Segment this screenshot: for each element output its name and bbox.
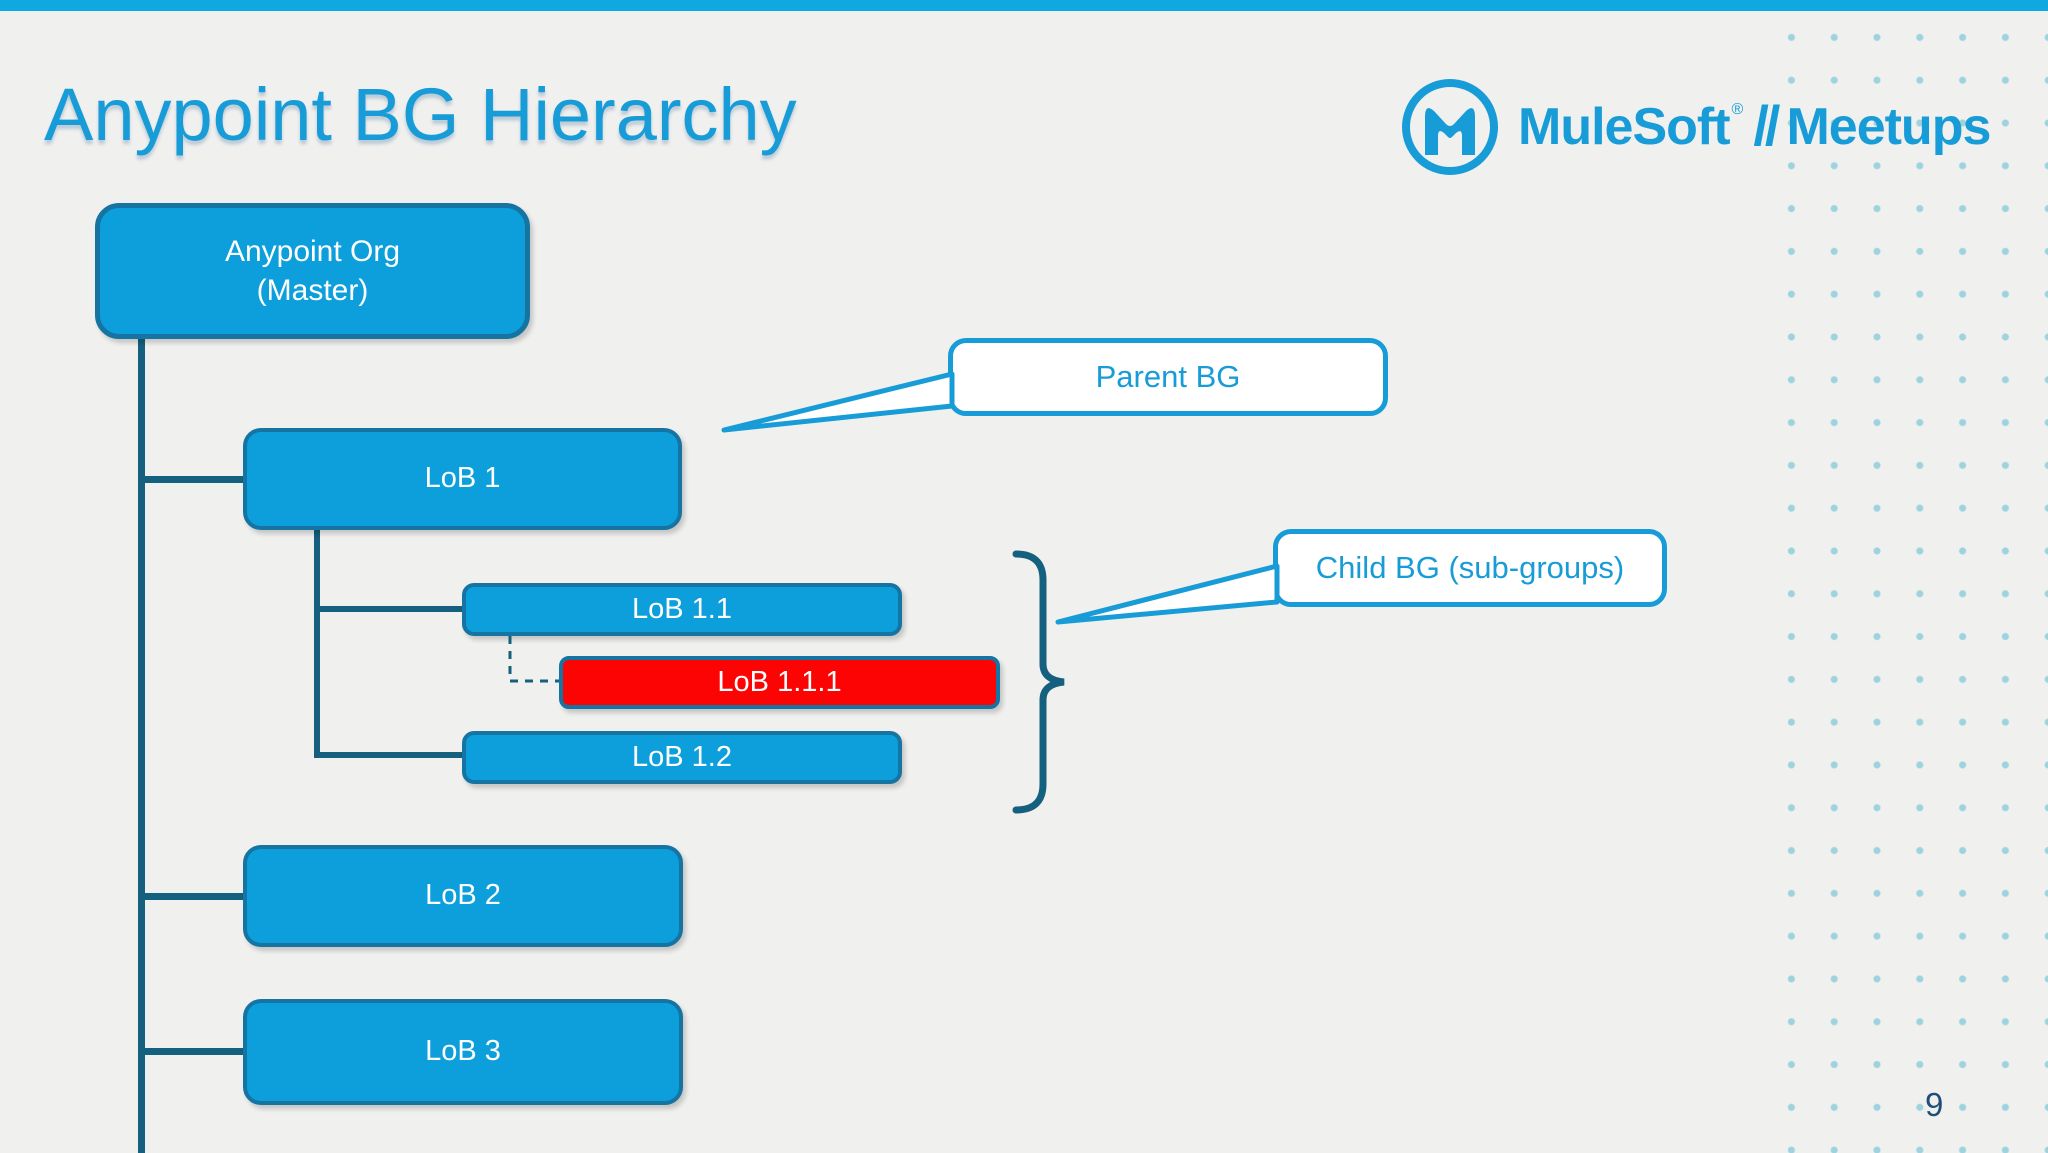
node-label: Anypoint Org	[224, 235, 401, 268]
mulesoft-logo-icon	[1402, 79, 1498, 175]
node-lob-3: LoB 3	[243, 999, 683, 1105]
page-title: Anypoint BG Hierarchy	[44, 73, 797, 156]
registered-mark: ®	[1731, 100, 1744, 118]
node-label: LoB 1.1	[632, 592, 732, 625]
node-label: LoB 2	[425, 879, 501, 912]
child-callout-pointer	[1055, 563, 1280, 625]
connector-to-lob1	[138, 476, 243, 483]
callout-parent-bg: Parent BG	[948, 338, 1388, 416]
connector-to-lob2	[138, 893, 243, 900]
node-lob-1: LoB 1	[243, 428, 682, 530]
callout-label: Child BG (sub-groups)	[1315, 550, 1625, 585]
logo-double-slash: //	[1753, 93, 1780, 157]
grouping-brace	[1012, 550, 1065, 814]
node-label: LoB 3	[425, 1035, 501, 1068]
dashed-connector-lob111	[508, 636, 559, 683]
callout-label: Parent BG	[1095, 359, 1241, 394]
node-label: LoB 1.1.1	[717, 665, 842, 698]
dot-pattern-decoration	[1770, 16, 2048, 1153]
top-accent-bar	[0, 0, 2048, 11]
node-lob-1-1-1-highlighted: LoB 1.1.1	[559, 656, 1000, 709]
connector-to-lob3	[138, 1048, 243, 1055]
parent-callout-pointer	[721, 371, 955, 433]
callout-child-bg: Child BG (sub-groups)	[1273, 529, 1667, 607]
node-label: LoB 1.2	[632, 740, 732, 773]
lob1-subtrunk-connector	[314, 530, 320, 758]
connector-to-lob11	[314, 606, 462, 612]
node-anypoint-org: Anypoint Org (Master)	[95, 203, 530, 339]
node-lob-1-2: LoB 1.2	[462, 731, 902, 784]
logo-brand-text: MuleSoft	[1518, 98, 1731, 156]
node-lob-1-1: LoB 1.1	[462, 583, 902, 636]
slide-page-number: 9	[1925, 1086, 1944, 1123]
mulesoft-meetups-logo: MuleSoft ® // Meetups	[1400, 74, 1991, 180]
node-lob-2: LoB 2	[243, 845, 683, 947]
connector-to-lob12	[314, 752, 462, 758]
trunk-connector	[138, 339, 145, 1153]
logo-product-text: Meetups	[1786, 98, 1991, 156]
node-label: (Master)	[256, 274, 369, 307]
node-label: LoB 1	[424, 462, 501, 495]
logo-wordmark: MuleSoft ® // Meetups	[1518, 93, 1991, 162]
